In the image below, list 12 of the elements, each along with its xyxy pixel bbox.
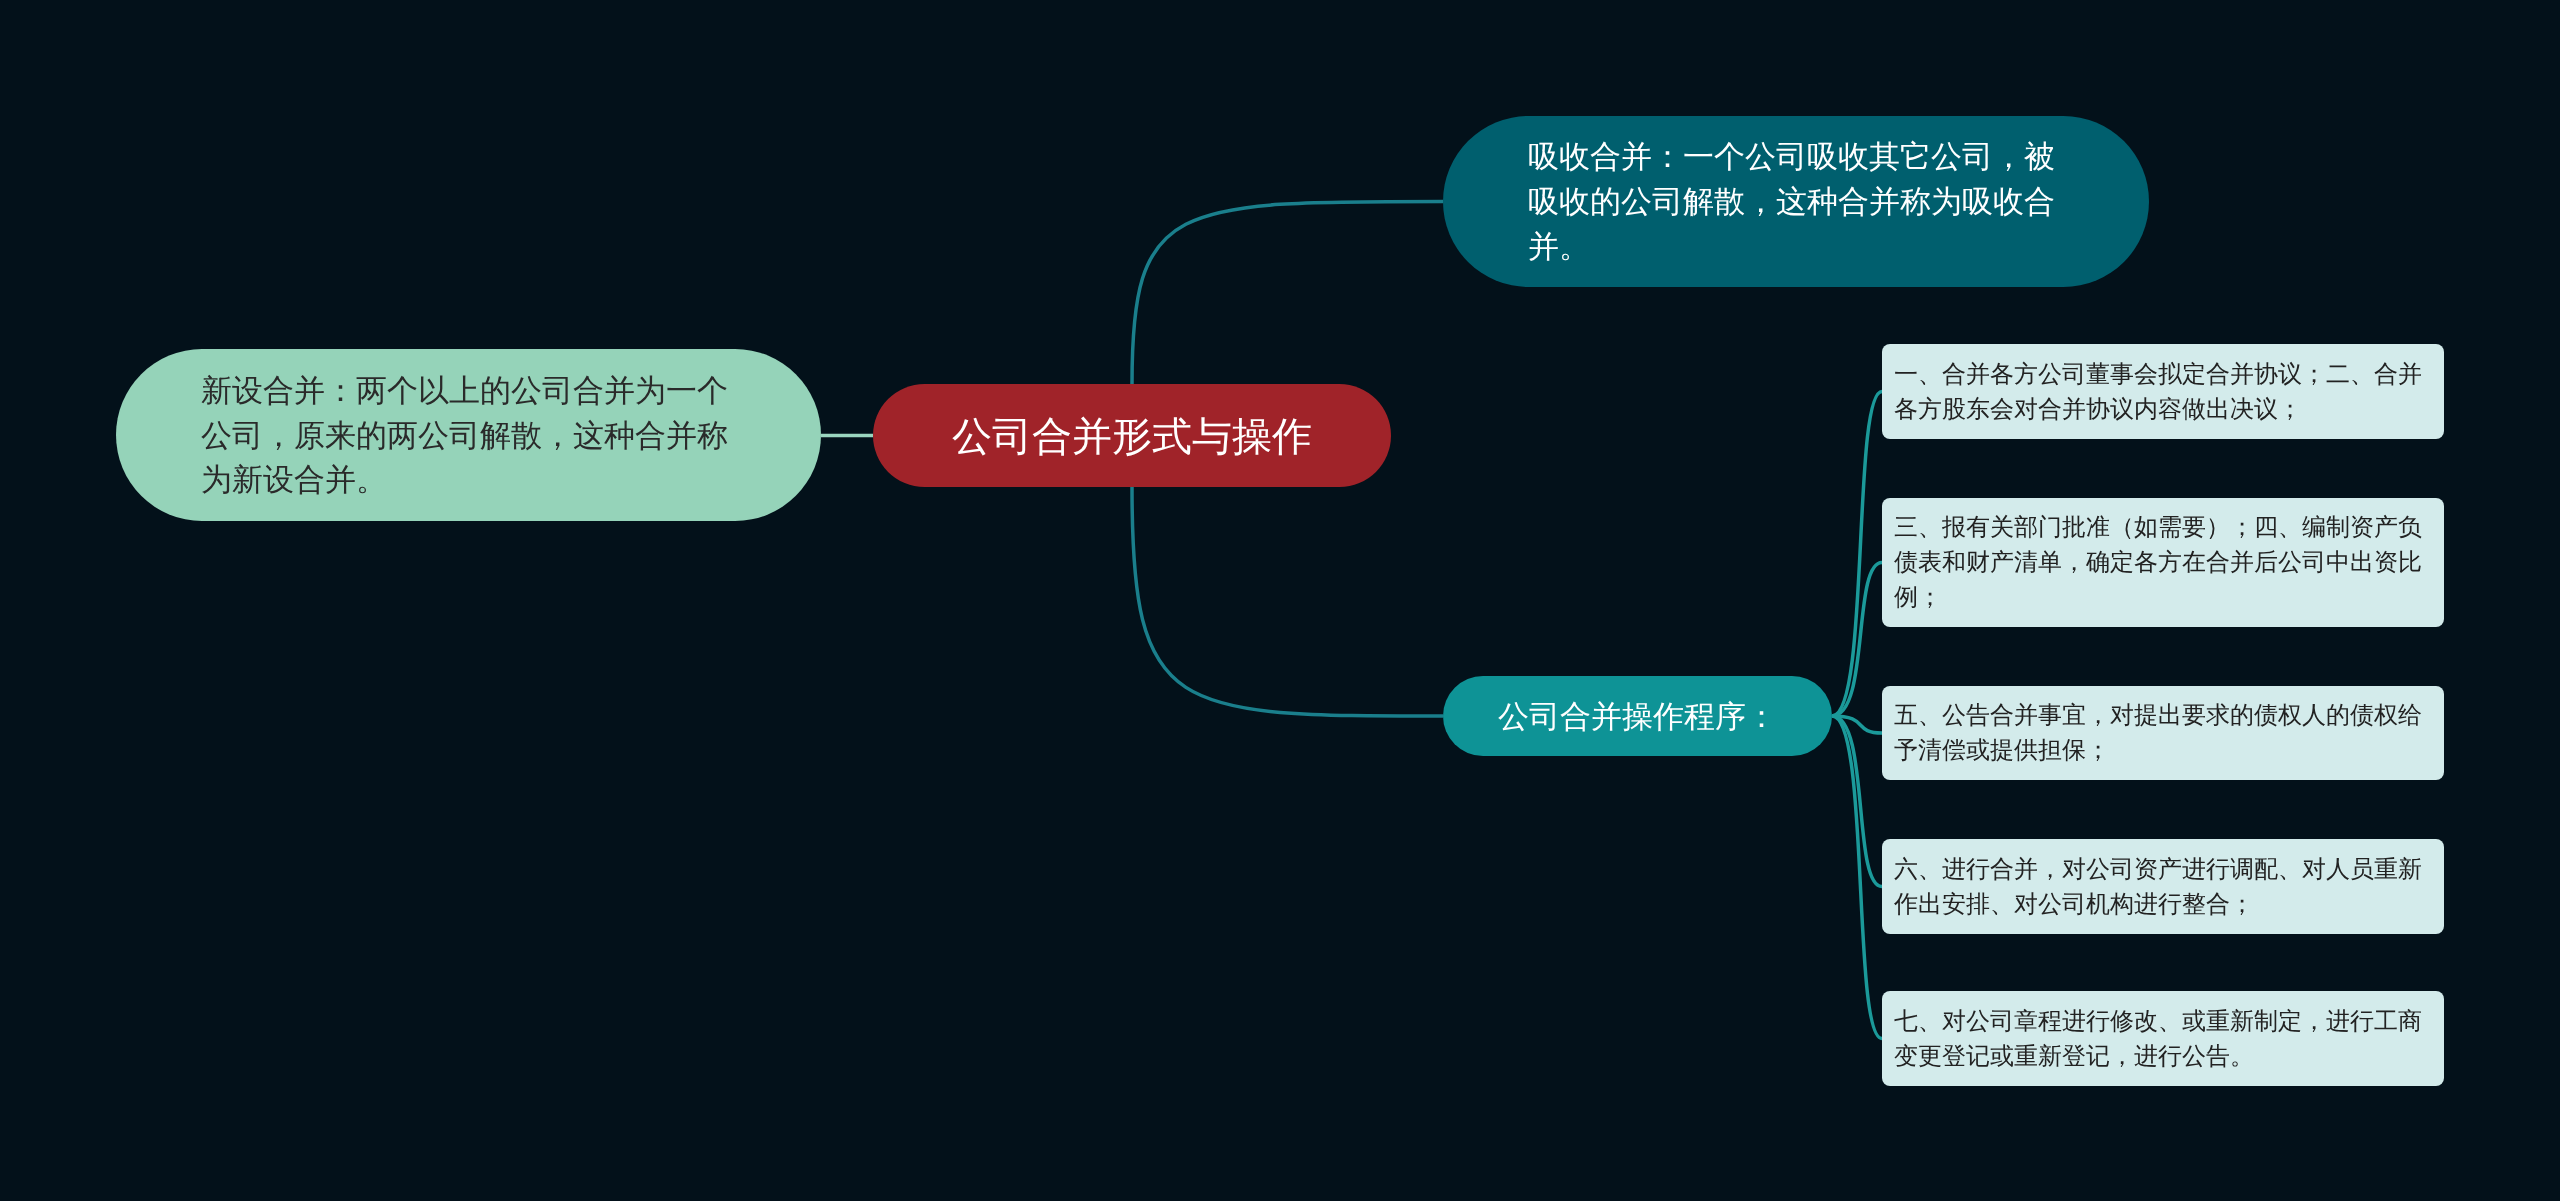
central-topic: 公司合并形式与操作 (873, 384, 1391, 487)
connector-line (821, 433, 873, 438)
step-box: 三、报有关部门批准（如需要）；四、编制资产负债表和财产清单，确定各方在合并后公司中出资比例； (1882, 498, 2444, 627)
step-box: 六、进行合并，对公司资产进行调配、对人员重新作出安排、对公司机构进行整合； (1882, 839, 2444, 934)
connector-line (1130, 199, 1443, 385)
topic-box: 吸收合并：一个公司吸收其它公司，被吸收的公司解散，这种合并称为吸收合并。 (1443, 116, 2149, 287)
step-box: 七、对公司章程进行修改、或重新制定，进行工商变更登记或重新登记，进行公告。 (1882, 991, 2444, 1086)
step-box: 一、合并各方公司董事会拟定合并协议；二、合并各方股东会对合并协议内容做出决议； (1882, 344, 2444, 439)
step-box: 五、公告合并事宜，对提出要求的债权人的债权给予清偿或提供担保； (1882, 686, 2444, 780)
connector-line (1130, 486, 1443, 718)
topic-box: 公司合并操作程序： (1443, 676, 1832, 756)
topic-box: 新设合并：两个以上的公司合并为一个公司，原来的两公司解散，这种合并称为新设合并。 (116, 349, 821, 521)
